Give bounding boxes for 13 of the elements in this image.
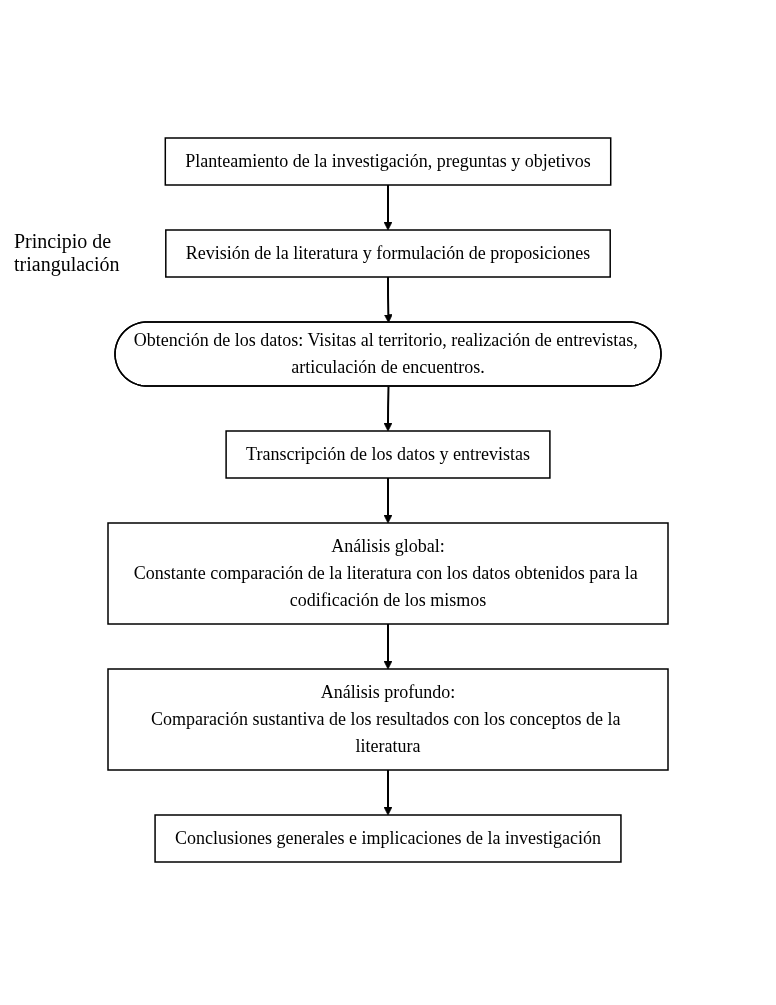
- node-box: Conclusiones generales e implicaciones de la investigación: [154, 814, 622, 863]
- node-box: Análisis profundo: Comparación sustantiva de los resultados con los conceptos de la literatura: [107, 668, 669, 771]
- node-box: Análisis global: Constante comparación de la literatura con los datos obtenidos para la codificación de los mismos: [107, 522, 669, 625]
- node-box: Transcripción de los datos y entrevistas: [225, 430, 551, 479]
- arrow: [383, 184, 393, 231]
- side-note: Principio de triangulación: [14, 230, 121, 276]
- arrow: [383, 477, 393, 524]
- arrow: [383, 769, 393, 816]
- node-box: Planteamiento de la investigación, preguntas y objetivos: [164, 137, 612, 186]
- arrow: [383, 385, 393, 432]
- node-box: Revisión de la literatura y formulación de proposiciones: [165, 229, 611, 278]
- arrow: [383, 276, 393, 323]
- arrow: [383, 623, 393, 670]
